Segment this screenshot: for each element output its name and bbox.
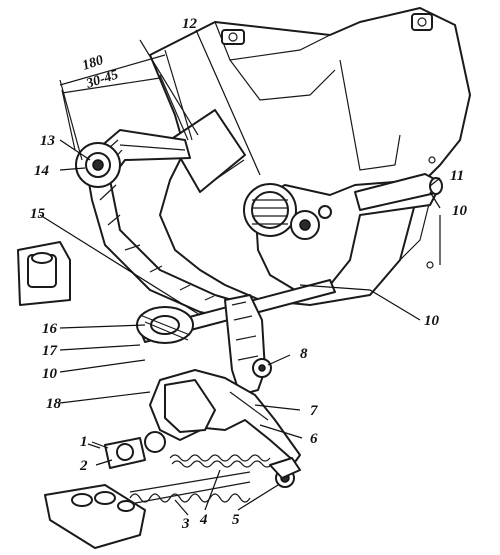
callout-7: 7: [310, 403, 318, 419]
adjusting-screw: [87, 437, 146, 469]
pedal-lever: [224, 294, 272, 396]
callout-15: 15: [30, 206, 46, 222]
callout-12: 12: [182, 16, 198, 32]
release-lever: [75, 129, 233, 319]
lower-spring: [129, 471, 251, 505]
return-spring: [169, 454, 273, 468]
base-plate: [44, 484, 146, 549]
callout-14: 14: [34, 163, 50, 179]
shaft: [354, 173, 443, 211]
callout-2: 2: [79, 458, 88, 474]
callout-5: 5: [232, 512, 240, 528]
pull-rod: [269, 457, 301, 488]
callout-4: 4: [199, 512, 208, 528]
clutch-disc: [243, 179, 439, 291]
callout-9: 10: [424, 313, 440, 329]
callout-3: 3: [181, 516, 190, 532]
callout-1: 1: [80, 434, 88, 450]
callout-13: 13: [40, 133, 56, 149]
dimension-overall: 180: [81, 53, 106, 74]
callout-10-right: 10: [452, 203, 468, 219]
leader-lines: [39, 29, 441, 516]
callout-8: 8: [300, 346, 308, 362]
housing: [149, 7, 471, 306]
callout-10-left: 10: [42, 366, 58, 382]
dimension-lines: [59, 39, 199, 161]
left-bracket: [17, 241, 71, 306]
pedal-bracket: [144, 369, 301, 463]
callout-18: 18: [46, 396, 62, 412]
callout-17: 17: [42, 343, 58, 359]
callout-16: 16: [42, 321, 58, 337]
callout-6: 6: [310, 431, 318, 447]
callout-11: 11: [450, 168, 464, 184]
